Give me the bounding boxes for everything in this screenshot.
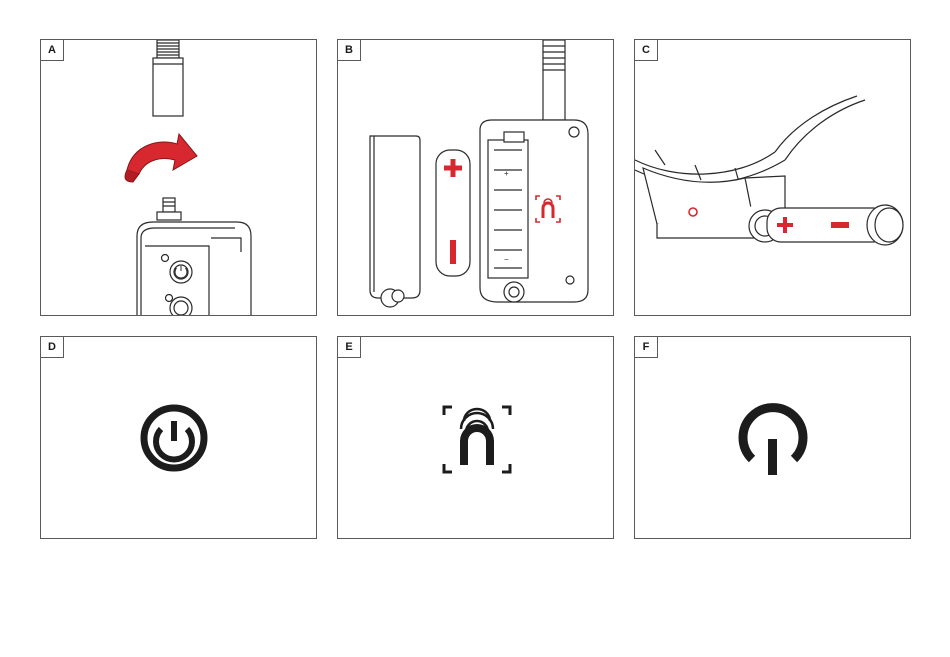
svg-text:+: + — [504, 169, 509, 178]
panel-d: D — [40, 336, 317, 539]
battery-icon — [436, 150, 470, 276]
panel-f: F — [634, 336, 911, 539]
antenna-attach-illustration — [41, 40, 317, 316]
panel-e: E — [337, 336, 614, 539]
antenna-icon — [153, 40, 183, 116]
battery-cover — [370, 136, 420, 307]
panel-a: A — [40, 39, 317, 316]
panel-label-a: A — [40, 39, 64, 61]
battery-insert-illustration: + − — [338, 40, 614, 316]
collar-battery-illustration — [635, 40, 911, 316]
panel-label-e: E — [337, 336, 361, 358]
pairing-magnet-icon — [338, 337, 614, 539]
svg-text:−: − — [504, 255, 509, 264]
collar-strap — [635, 96, 865, 184]
panel-b: B + − — [337, 39, 614, 316]
transmitter-body: + − — [480, 120, 588, 302]
connector-icon — [157, 198, 181, 220]
rotate-arrow-icon — [125, 134, 197, 182]
panel-c: C — [634, 39, 911, 316]
panel-label-b: B — [337, 39, 361, 61]
collar-receiver — [643, 168, 785, 242]
power-button-icon — [41, 337, 317, 539]
power-on-icon — [635, 337, 911, 539]
battery-cap — [867, 205, 903, 245]
antenna-icon — [543, 40, 565, 120]
transmitter-body — [137, 222, 251, 316]
panel-label-c: C — [634, 39, 658, 61]
panel-label-f: F — [634, 336, 658, 358]
panel-label-d: D — [40, 336, 64, 358]
